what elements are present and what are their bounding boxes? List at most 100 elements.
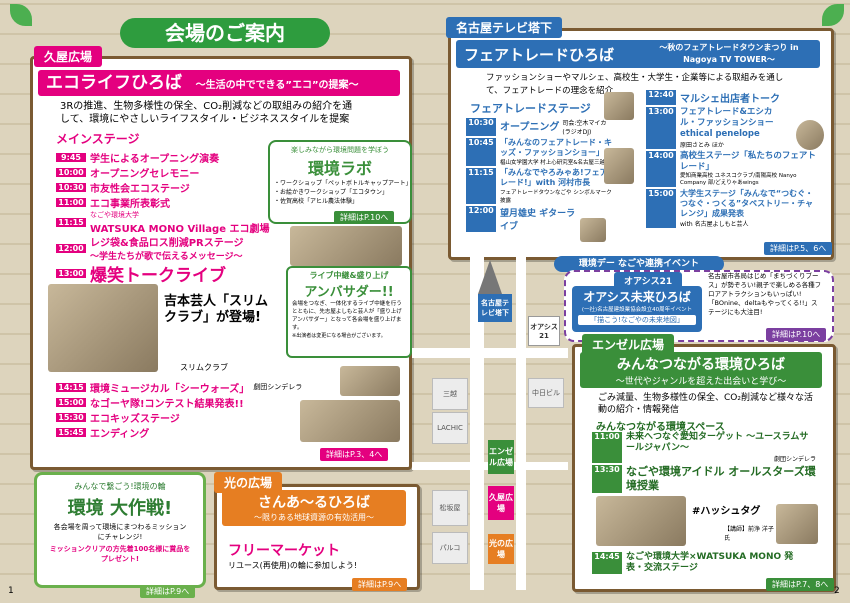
- kuya-desc: 3Rの推進、生物多様性の保全、CO₂削減などの取組みの紹介を通して、環境にやさし…: [60, 101, 353, 125]
- labo-item: ・お絵かきワークショップ「エコタウン」: [274, 189, 389, 196]
- leaf-icon: [10, 4, 32, 26]
- tower-desc: ファッションショーやマルシェ、高校生・大学生・企業等による取組みを通して、フェア…: [486, 73, 784, 96]
- kuya-subtitle: ～生活の中でできる”エコ”の提案～: [195, 80, 359, 91]
- teacher-label: 【講師】前浄 洋子 氏: [724, 526, 774, 542]
- program-title: 環境ミュージカル「シーウォーズ」: [90, 383, 250, 395]
- program-title: なゴーヤ隊!コンテスト結果発表!!: [90, 398, 244, 410]
- map-kuya-square[interactable]: 久屋広場: [488, 486, 514, 520]
- labo-detail-link[interactable]: 詳細はP.10へ: [334, 211, 395, 224]
- amb-box: ライブ中継&盛り上げ アンバサダー!! 会場をつなぎ、一体化するライブ中継を行う…: [286, 266, 412, 358]
- hikari-title-box: さんあ～るひろば ～限りある地球資源の有効活用～: [222, 490, 406, 526]
- map-block: LACHIC: [432, 412, 468, 444]
- mission-desc: 各会場を周って環境にまつわるミッションにチャレンジ!: [53, 523, 187, 541]
- oasis-banner: 環境デー なごや連携イベント: [554, 256, 724, 272]
- kuya-title: エコライフひろば: [46, 73, 182, 93]
- time-badge: 11:00: [56, 197, 86, 207]
- page-title: 会場のご案内: [120, 18, 330, 48]
- tower-title: フェアトレードひろば: [464, 46, 615, 64]
- amb-desc: 会場をつなぎ、一体化するライブ中継を行うとともに、先志屋よしもと芸人が「盛り上げ…: [292, 301, 402, 331]
- performer-photo: [604, 148, 634, 184]
- program-title: 大学生ステージ「みんなで“つむぐ・つなぐ・つくる”タペストリー・チャレンジ」成果…: [680, 189, 814, 218]
- map-block: 中日ビル: [528, 378, 564, 408]
- program-title: 高校生ステージ「私たちのフェアトレード」: [680, 151, 816, 172]
- program-note: 椙山女学園大学 村上心研究室&名古屋三越: [500, 160, 606, 166]
- guest-text: 吉本芸人「スリムクラブ」が登場!: [164, 294, 269, 325]
- map-angel-square[interactable]: エンゼル広場: [488, 440, 514, 474]
- map-oasis-label: オアシス21: [528, 316, 560, 346]
- program-pre: なごや環境大学: [90, 210, 139, 219]
- map-block: 松坂屋: [432, 490, 468, 526]
- program-note: 司会:空木マイカ(ラジオDJ): [562, 120, 607, 136]
- program-row: 10:30 市友性会エコステージ: [56, 180, 296, 195]
- angel-title-box: みんなつながる環境ひろば ～世代やジャンルを超えた出会いと学び～: [580, 352, 822, 388]
- map-hikari-square[interactable]: 光の広場: [488, 534, 514, 564]
- time-badge: 10:30: [56, 182, 86, 192]
- program-title: エンディング: [90, 428, 150, 440]
- program-note: フェアトレードタウンなごや シンボルマーク披露: [500, 190, 612, 204]
- program-title: なごや環境大学×WATSUKA MONO 発表・交流ステージ: [626, 552, 794, 573]
- program-title: 未来へつなぐ愛知ターゲット ～ユースラムサールジャパン～: [626, 432, 809, 453]
- program-title: 望月雄史 ギターライブ: [500, 209, 576, 232]
- time-badge: 12:00: [56, 243, 86, 253]
- tower-detail-link[interactable]: 詳細はP.5、6へ: [764, 242, 833, 255]
- program-note: 愛知商業高校 ユネスコクラブ/南陽高校 Nanyo Company 部/どえりゃ…: [680, 173, 797, 186]
- time-badge: 14:45: [592, 552, 622, 574]
- idol-photo: [596, 496, 686, 546]
- tower-title-bar: フェアトレードひろば ～秋のフェアトレードタウンまつり in Nagoya TV…: [456, 40, 820, 68]
- time-badge: 15:45: [56, 427, 86, 437]
- program-row: 15:45 エンディング: [56, 425, 346, 440]
- program-title: 学生によるオープニング演奏: [90, 153, 220, 165]
- page-number-left: 1: [8, 586, 14, 596]
- oasis-tag: オアシス21: [614, 272, 683, 289]
- time-badge: 13:30: [592, 465, 622, 493]
- leaf-icon: [822, 4, 844, 26]
- amb-title: アンバサダー!!: [304, 285, 394, 300]
- oasis-detail-link[interactable]: 詳細はP.10へ: [766, 328, 827, 341]
- time-badge: 13:00: [56, 268, 86, 278]
- angel-detail-link[interactable]: 詳細はP.7、8へ: [766, 578, 835, 591]
- hikari-title: さんあ～るひろば: [258, 495, 370, 511]
- map-tower-label: 名古屋テレビ塔下: [478, 294, 512, 322]
- hikari-detail-link[interactable]: 詳細はP.9へ: [352, 578, 408, 591]
- tower-subtitle: ～秋のフェアトレードタウンまつり in Nagoya TV TOWER～: [659, 43, 799, 64]
- program-note: 原田さとみ ほか: [680, 142, 724, 149]
- angel-tag: エンゼル広場: [582, 334, 675, 355]
- ambassador-photo: [290, 226, 402, 266]
- program-row: 11:15「みんなでやろみゃあ!フェアトレード!」with 河村市長フェアトレー…: [466, 168, 616, 204]
- time-badge: 10:45: [466, 138, 496, 166]
- time-badge: 14:15: [56, 382, 86, 392]
- oasis-side: 名古屋市各局はじめ「まちづくりブース」が勢ぞろい!親子で楽しめる各種フロアアトラ…: [708, 272, 822, 316]
- mission-title: 環境 大作戦!: [67, 498, 173, 519]
- mission-detail-link[interactable]: 詳細はP.9へ: [140, 585, 196, 598]
- mission-lead: みんなで繋ごう!環境の輪: [74, 482, 166, 491]
- program-sub: ～学生たちが歌で伝えるメッセージ～: [90, 252, 243, 262]
- map: 名古屋テレビ塔下 オアシス21 三越 LACHIC 中日ビル 松坂屋 パルコ エ…: [412, 250, 568, 590]
- labo-title: 環境ラボ: [307, 159, 372, 178]
- guest-label: スリムクラブ: [180, 363, 228, 372]
- oasis-theme: 「描こう!なごやの未来地図」: [578, 315, 696, 325]
- angel-last: 14:45 なごや環境大学×WATSUKA MONO 発表・交流ステージ: [592, 552, 822, 574]
- time-badge: 11:15: [466, 168, 496, 204]
- kuya-detail-link[interactable]: 詳細はP.3、4へ: [320, 448, 389, 461]
- map-block: パルコ: [432, 532, 468, 564]
- program-title: マルシェ出店者トーク: [680, 94, 780, 105]
- event-photo: [300, 400, 400, 442]
- program-title: 市友性会エコステージ: [90, 183, 190, 195]
- market-title: フリーマーケット: [228, 543, 340, 559]
- time-badge: 11:15: [56, 217, 86, 227]
- market-sub: リユース(再使用)の輪に参加しよう!: [228, 561, 358, 570]
